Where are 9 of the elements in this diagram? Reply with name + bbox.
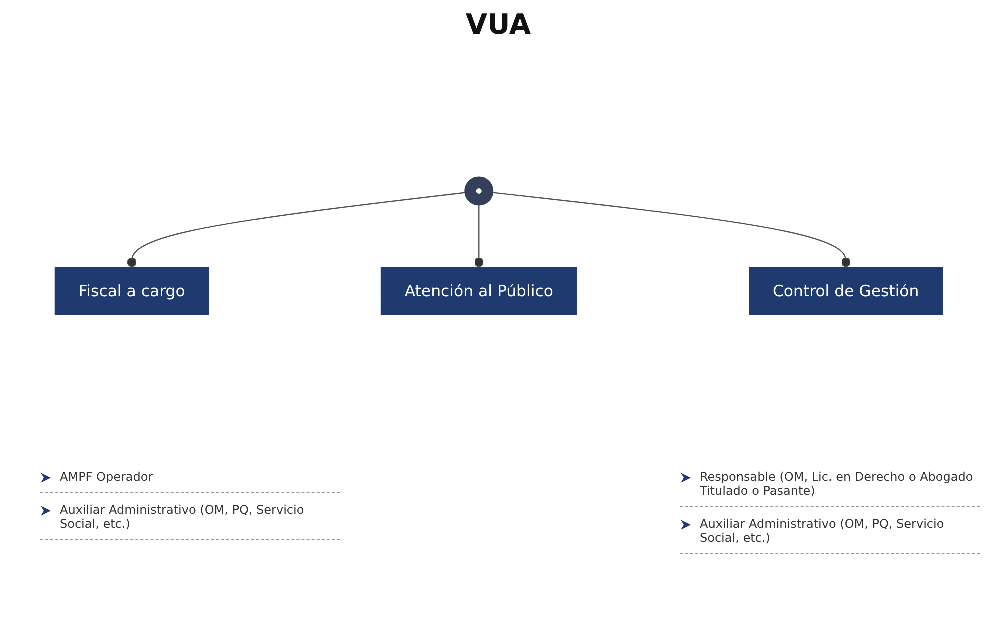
role-text: Responsable (OM, Lic. en Derecho o Abogado Titulado o Pasante) (700, 470, 974, 498)
role-text: Auxiliar Administrativo (OM, PQ, Servicio Social, etc.) (700, 517, 946, 545)
role-text: AMPF Operador (60, 470, 154, 484)
role-text: Auxiliar Administrativo (OM, PQ, Servicio Social, etc.) (60, 503, 306, 531)
node-box: Control de Gestión (748, 267, 943, 316)
node-circle (464, 176, 494, 206)
node-box: Atención al Público (380, 267, 577, 316)
diagram-title: VUA (464, 8, 532, 41)
node-box: Fiscal a cargo (54, 267, 209, 316)
